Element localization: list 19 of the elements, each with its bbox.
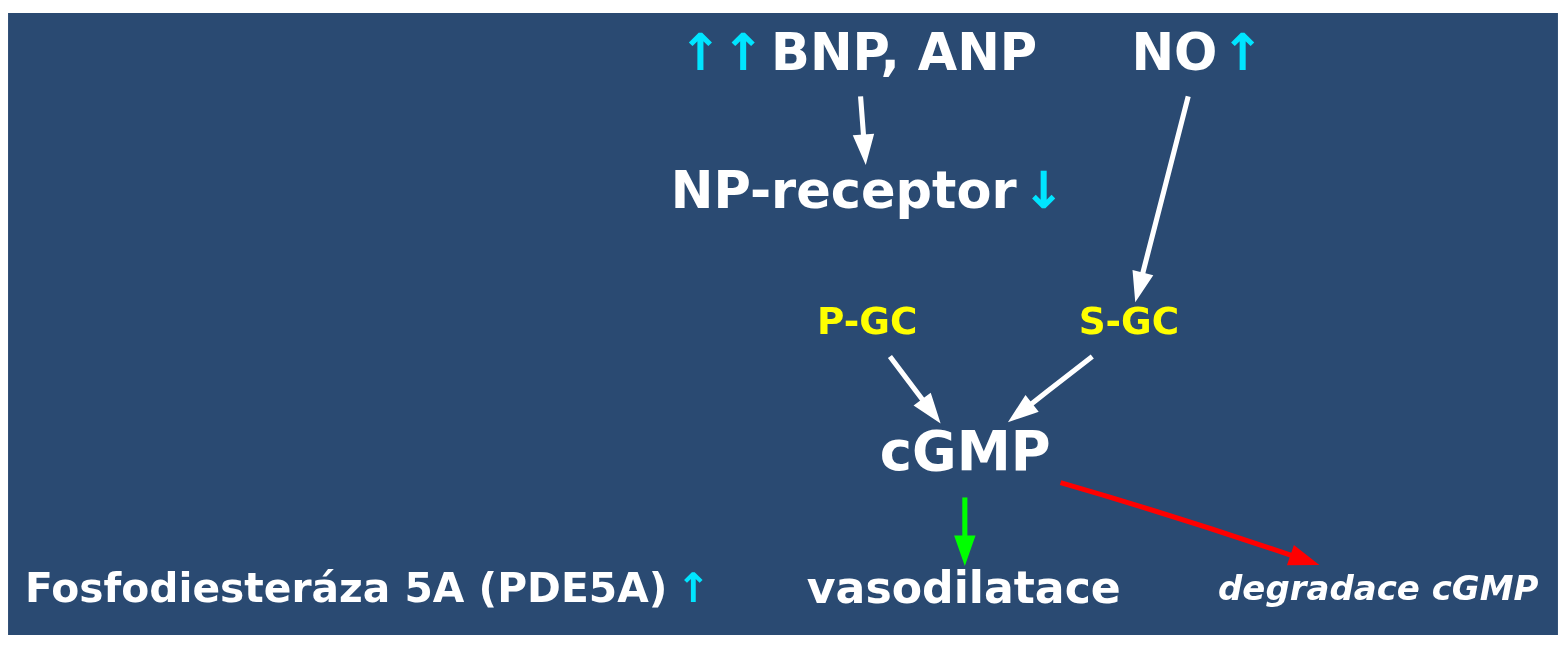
arrow — [852, 96, 875, 166]
arrow — [954, 497, 976, 567]
node-label: ↑ — [675, 564, 711, 613]
node-text: BNP, ANP — [771, 22, 1038, 82]
arrow — [887, 354, 941, 424]
node-text: vasodilatace — [806, 562, 1121, 614]
node-label: ↓ — [1022, 160, 1066, 220]
node-text: NP-receptor — [670, 160, 1017, 220]
node-text: NO — [1131, 22, 1218, 82]
node-label: ↑↑ — [679, 22, 765, 82]
node-label: ↑ — [1221, 22, 1265, 82]
node-text: cGMP — [879, 420, 1051, 484]
node-text: P-GC — [816, 298, 918, 343]
arrow — [1007, 354, 1094, 423]
node-text: Fosfodiesteráza 5A (PDE5A) — [25, 564, 668, 613]
arrow — [1059, 480, 1320, 566]
arrow — [1132, 95, 1191, 303]
node-text: degradace cGMP — [1218, 568, 1539, 609]
node-text: S-GC — [1078, 298, 1180, 343]
